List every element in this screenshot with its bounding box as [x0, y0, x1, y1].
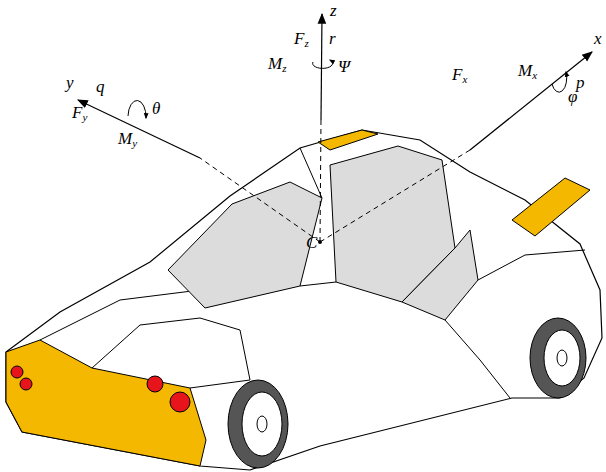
tail-light	[11, 366, 23, 378]
axis-label: y	[66, 74, 74, 91]
z-axis-dashed	[320, 120, 321, 242]
z-axis	[321, 14, 322, 120]
x-axis	[470, 52, 592, 150]
axis-label: Mz	[268, 55, 286, 74]
rear-wheel-rim	[242, 392, 282, 456]
axis-label: Fz	[294, 30, 309, 49]
axis-label: My	[118, 130, 137, 149]
axis-label: Fx	[452, 66, 467, 85]
axis-label: Mx	[518, 62, 537, 81]
axis-label: φ	[568, 88, 577, 105]
rear-panel	[6, 340, 206, 466]
center-point	[318, 240, 322, 244]
axis-label: C	[306, 234, 317, 251]
y-axis-dashed	[200, 158, 320, 242]
rear-window	[168, 182, 322, 308]
yaw-arrow	[313, 60, 333, 68]
rear-wheel	[228, 380, 288, 468]
axis-label: θ	[152, 100, 160, 117]
axis-label: r	[329, 30, 336, 47]
front-hub	[557, 350, 567, 366]
y-axis	[78, 100, 200, 158]
front-wheel	[530, 318, 586, 398]
side-window	[402, 230, 478, 320]
roll-arrow	[552, 72, 567, 92]
pitch-arrow	[128, 100, 146, 118]
car-body	[6, 130, 602, 470]
tail-light	[170, 392, 190, 412]
axis-label: q	[96, 78, 105, 95]
hood-stripe	[512, 178, 590, 236]
x-axis-dashed	[320, 150, 470, 242]
tail-light	[147, 376, 163, 392]
axis-label: z	[330, 2, 337, 19]
axis-label: x	[594, 30, 602, 47]
tail-light	[20, 378, 32, 390]
roof-stripe	[318, 130, 378, 150]
axis-label: Fy	[72, 104, 87, 123]
front-wheel-rim	[544, 330, 580, 386]
body-line	[300, 148, 585, 398]
rear-hub	[257, 416, 267, 432]
axis-label: Ψ	[338, 58, 350, 75]
